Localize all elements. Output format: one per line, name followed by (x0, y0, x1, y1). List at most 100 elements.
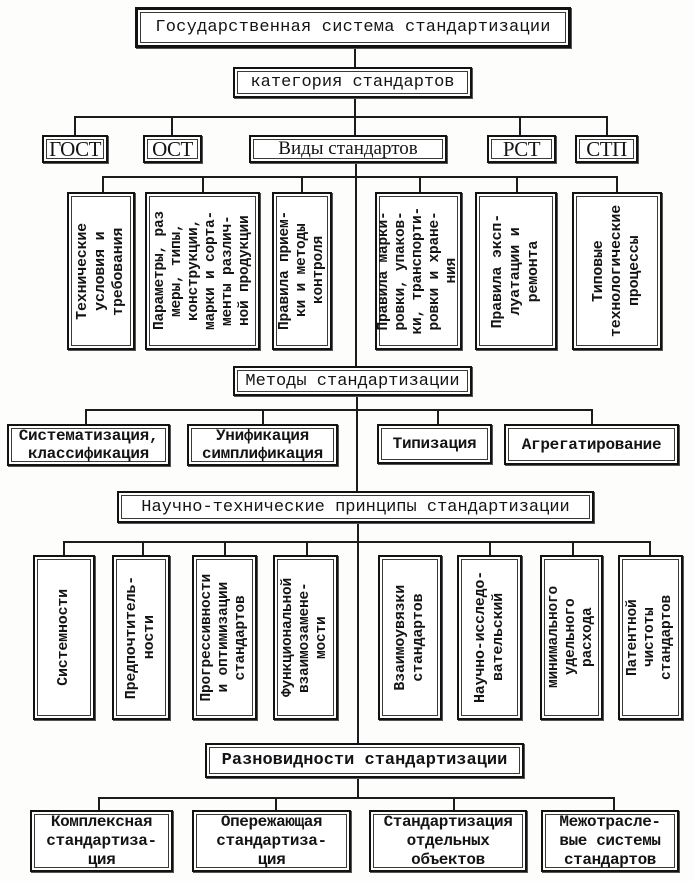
standard-type-label: Правила эксп- луатации и ремонта (489, 213, 542, 329)
principle-box: Научно-исследо- вательский (457, 555, 522, 720)
principle-box: Прогрессивности и оптимизации стандартов (192, 555, 257, 720)
principle-label: Патентной чистоты стандартов (625, 594, 675, 680)
standard-type-box: Параметры, раз меры, типы, конструкции, … (145, 192, 260, 350)
connector-line (85, 409, 87, 424)
standard-type-label: Параметры, раз меры, типы, конструкции, … (151, 211, 253, 331)
standard-types-heading-label: Виды стандартов (278, 138, 418, 159)
method-box: Систематизация, классификация (7, 424, 170, 466)
connector-line (354, 48, 356, 67)
connector-line (301, 176, 303, 192)
principle-label: минимального удельного расхода (546, 586, 596, 689)
connector-line (102, 176, 618, 178)
standard-type-box: Правила марки- ровки, упаков- ки, трансп… (375, 192, 462, 350)
connector-line (606, 116, 608, 135)
connector-line (356, 396, 358, 491)
connector-line (224, 541, 226, 555)
category-label: СТП (586, 136, 627, 161)
standard-types-heading-box: Виды стандартов (249, 135, 447, 163)
connector-line (63, 541, 65, 555)
connector-line (453, 797, 455, 810)
method-box: Унификация симплификация (187, 424, 338, 466)
connector-line (99, 797, 615, 799)
variety-label: Комплексная стандартиза- ция (46, 812, 157, 869)
category-heading-label: категория стандартов (250, 73, 455, 92)
category-stp-box: СТП (575, 135, 638, 163)
standard-type-label: Правила марки- ровки, упаков- ки, трансп… (376, 207, 460, 335)
variety-box: Комплексная стандартиза- ция (30, 810, 173, 872)
connector-line (649, 541, 651, 555)
root-box: Государственная система стандартизации (135, 7, 571, 48)
category-label: ОСТ (152, 136, 193, 161)
connector-line (616, 176, 618, 192)
connector-line (419, 176, 421, 192)
methods-heading-label: Методы стандартизации (245, 371, 460, 391)
connector-line (75, 116, 608, 118)
method-box: Агрегатирование (504, 424, 679, 465)
principle-box: Системности (33, 555, 95, 720)
connector-line (489, 541, 491, 555)
variety-label: Опережающая стандартиза- ция (216, 812, 327, 869)
principle-label: Прогрессивности и оптимизации стандартов (199, 573, 249, 702)
principles-heading-box: Научно-технические принципы стандартизац… (117, 491, 594, 523)
category-label: ГОСТ (49, 136, 101, 161)
connector-line (613, 797, 615, 810)
connector-line (262, 409, 264, 424)
variety-label: Стандартизация отдельных объектов (383, 812, 513, 869)
connector-line (102, 176, 104, 192)
connector-line (86, 409, 593, 411)
connector-line (357, 523, 359, 743)
principle-label: Научно-исследо- вательский (471, 571, 507, 704)
varieties-heading-label: Разновидности стандартизации (221, 751, 508, 770)
category-heading-box: категория стандартов (233, 67, 472, 98)
principle-box: минимального удельного расхода (540, 555, 603, 720)
connector-line (142, 541, 144, 555)
principle-label: Функциональной взаимозамене- мости (280, 577, 330, 698)
principle-box: Патентной чистоты стандартов (618, 555, 683, 720)
connector-line (572, 541, 574, 555)
standard-type-label: Технические условия и требования (74, 222, 127, 320)
method-label: Агрегатирование (521, 435, 662, 454)
variety-label: Межотрасле- вые системы стандартов (559, 812, 661, 869)
category-ost-box: ОСТ (143, 135, 202, 163)
connector-line (519, 116, 521, 135)
standard-type-box: Правила эксп- луатации и ремонта (475, 192, 557, 350)
method-label: Типизация (392, 435, 477, 453)
variety-box: Опережающая стандартиза- ция (192, 810, 351, 872)
category-rst-box: РСТ (487, 135, 556, 163)
method-label: Систематизация, классификация (18, 427, 159, 463)
connector-line (437, 409, 439, 424)
standard-type-box: Правила прием- ки и методы контроля (272, 192, 332, 350)
standard-type-label: Типовые технологические процессы (590, 204, 643, 338)
connector-line (516, 176, 518, 192)
method-box: Типизация (377, 424, 492, 464)
principle-box: Взаимоувязки стандартов (378, 555, 442, 720)
category-gost-box: ГОСТ (42, 135, 108, 163)
principles-heading-label: Научно-технические принципы стандартизац… (141, 497, 570, 517)
connector-line (171, 116, 173, 135)
principle-box: Предпочтитель- ности (112, 555, 170, 720)
connector-line (591, 409, 593, 424)
principle-box: Функциональной взаимозамене- мости (273, 555, 338, 720)
standard-type-box: Типовые технологические процессы (572, 192, 662, 350)
variety-box: Межотрасле- вые системы стандартов (541, 810, 679, 872)
principle-label: Взаимоувязки стандартов (392, 584, 427, 691)
variety-box: Стандартизация отдельных объектов (369, 810, 527, 872)
connector-line (202, 176, 204, 192)
connector-line (357, 778, 359, 798)
connector-line (306, 541, 308, 555)
connector-line (63, 541, 651, 543)
principle-label: Системности (55, 589, 72, 686)
standard-type-box: Технические условия и требования (67, 192, 135, 350)
category-label: РСТ (502, 136, 541, 161)
principle-label: Предпочтитель- ности (123, 575, 158, 700)
connector-line (74, 116, 76, 135)
method-label: Унификация симплификация (202, 427, 323, 463)
root-label: Государственная система стандартизации (155, 18, 551, 37)
connector-line (275, 797, 277, 810)
varieties-heading-box: Разновидности стандартизации (205, 743, 524, 778)
methods-heading-box: Методы стандартизации (233, 366, 472, 396)
connector-line (98, 797, 100, 810)
standard-type-label: Правила прием- ки и методы контроля (276, 211, 327, 331)
connector-line (355, 163, 357, 366)
